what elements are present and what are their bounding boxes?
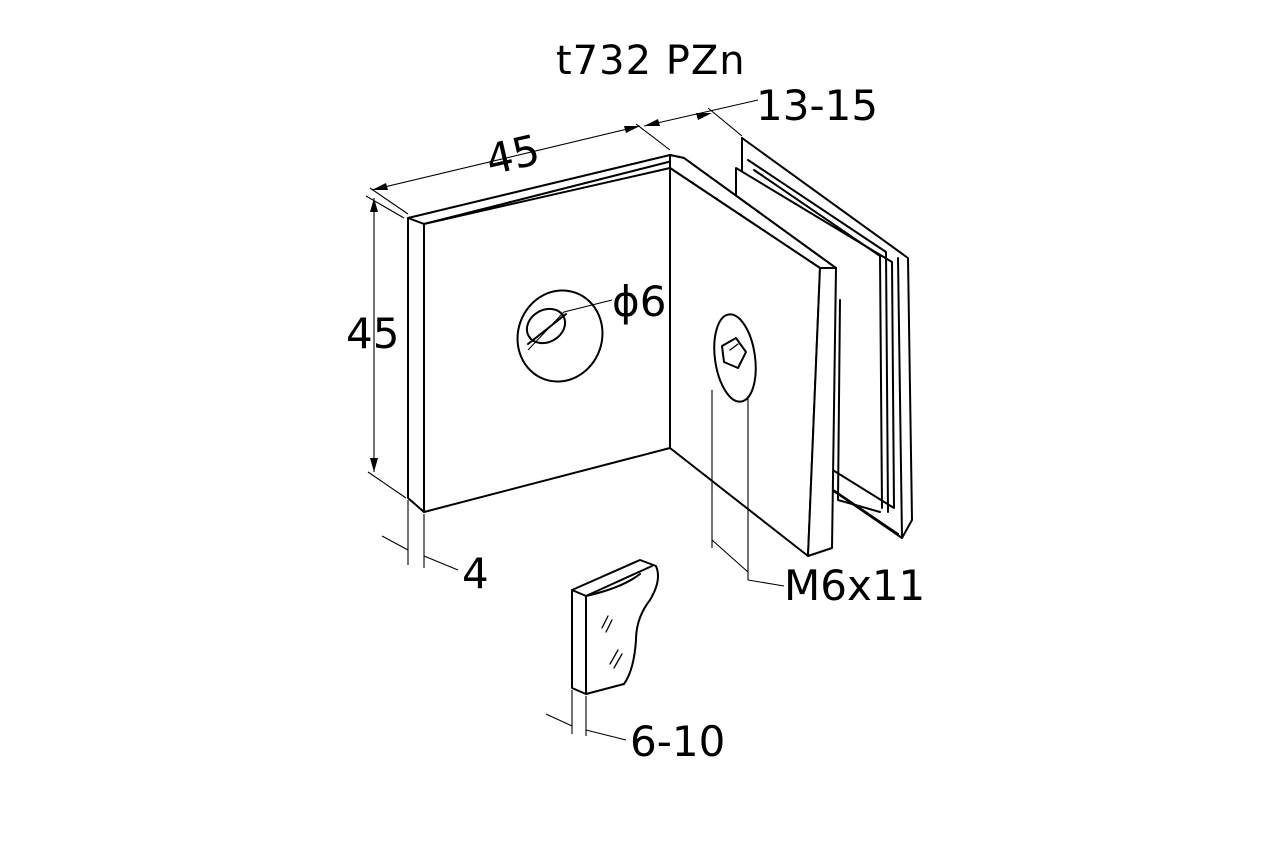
dim-label-plate-height: 45 <box>346 309 399 358</box>
glass-insert <box>571 559 659 695</box>
product-title: t732 PZn <box>556 38 746 84</box>
dim-label-insert-range: 6-10 <box>630 717 725 766</box>
dim-label-plate-thickness: 4 <box>462 549 489 598</box>
dim-label-screw: M6x11 <box>784 561 925 610</box>
dim-label-hole-diameter: ϕ6 <box>612 277 666 326</box>
dim-label-clamp-range: 13-15 <box>756 81 878 130</box>
screw-head <box>713 313 757 403</box>
countersunk-hole <box>516 289 604 383</box>
dimension-lines <box>365 99 785 741</box>
dim-label-plate-width: 45 <box>481 125 544 185</box>
